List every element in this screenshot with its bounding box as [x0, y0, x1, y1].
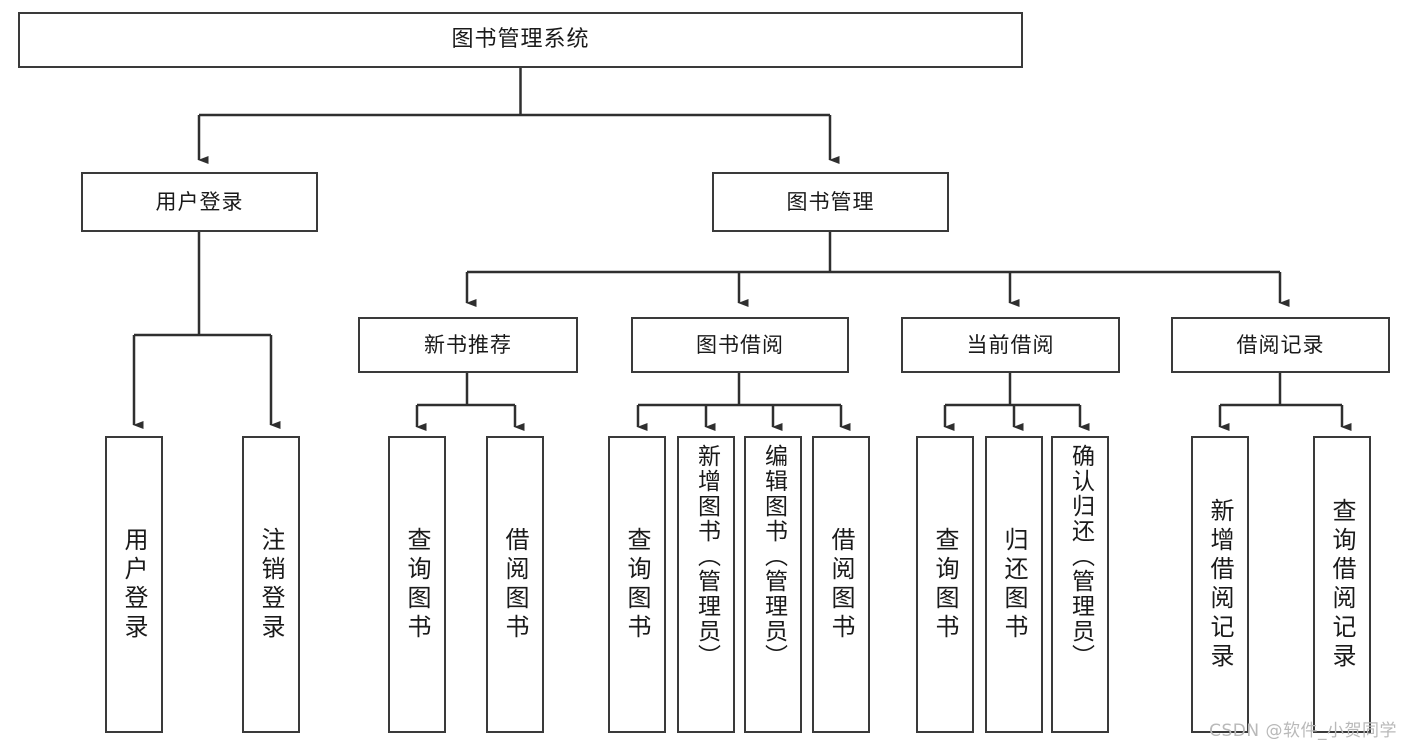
node-label: 用户登录 [155, 189, 244, 214]
leaf-edit-book-admin[interactable]: 编辑图书（管理员） [744, 436, 802, 733]
node-label: 图书管理系统 [451, 27, 590, 53]
node-label: 图书管理 [786, 189, 875, 214]
csdn-watermark: CSDN @软件_小贺同学 [1209, 721, 1397, 741]
leaf-add-borrow-record[interactable]: 新增借阅记录 [1191, 436, 1249, 733]
node-label: 新增图书（管理员） [693, 444, 720, 669]
leaf-query-book-borrow[interactable]: 查询图书 [608, 436, 666, 733]
node-label: 当前借阅 [966, 332, 1055, 357]
leaf-confirm-return-admin[interactable]: 确认归还（管理员） [1051, 436, 1109, 733]
node-user-login[interactable]: 用户登录 [81, 172, 318, 232]
leaf-borrow-book[interactable]: 借阅图书 [812, 436, 870, 733]
node-label: 归还图书 [1000, 526, 1028, 643]
leaf-query-book-current[interactable]: 查询图书 [916, 436, 974, 733]
node-label: 新书推荐 [424, 332, 512, 357]
node-label: 借阅图书 [827, 526, 855, 643]
leaf-query-borrow-record[interactable]: 查询借阅记录 [1313, 436, 1371, 733]
node-label: 图书借阅 [696, 332, 784, 357]
leaf-add-book-admin[interactable]: 新增图书（管理员） [677, 436, 735, 733]
node-label: 查询图书 [403, 526, 431, 643]
node-label: 注销登录 [257, 526, 285, 643]
node-borrow-record[interactable]: 借阅记录 [1171, 317, 1390, 373]
node-label: 查询图书 [931, 526, 959, 643]
node-label: 用户登录 [120, 526, 148, 643]
node-book-borrow[interactable]: 图书借阅 [631, 317, 849, 373]
leaf-return-book[interactable]: 归还图书 [985, 436, 1043, 733]
node-current-borrow[interactable]: 当前借阅 [901, 317, 1120, 373]
node-label: 确认归还（管理员） [1067, 444, 1094, 669]
node-label: 编辑图书（管理员） [760, 444, 787, 669]
node-label: 借阅记录 [1236, 332, 1325, 357]
node-label: 新增借阅记录 [1206, 497, 1234, 672]
node-label: 借阅图书 [501, 526, 529, 643]
node-label: 查询图书 [623, 526, 651, 643]
node-book-management[interactable]: 图书管理 [712, 172, 949, 232]
leaf-logout[interactable]: 注销登录 [242, 436, 300, 733]
leaf-user-login[interactable]: 用户登录 [105, 436, 163, 733]
node-label: 查询借阅记录 [1328, 497, 1356, 672]
node-new-book-recommend[interactable]: 新书推荐 [358, 317, 578, 373]
leaf-borrow-book-recommend[interactable]: 借阅图书 [486, 436, 544, 733]
leaf-query-book-recommend[interactable]: 查询图书 [388, 436, 446, 733]
node-root-book-management-system[interactable]: 图书管理系统 [18, 12, 1023, 68]
